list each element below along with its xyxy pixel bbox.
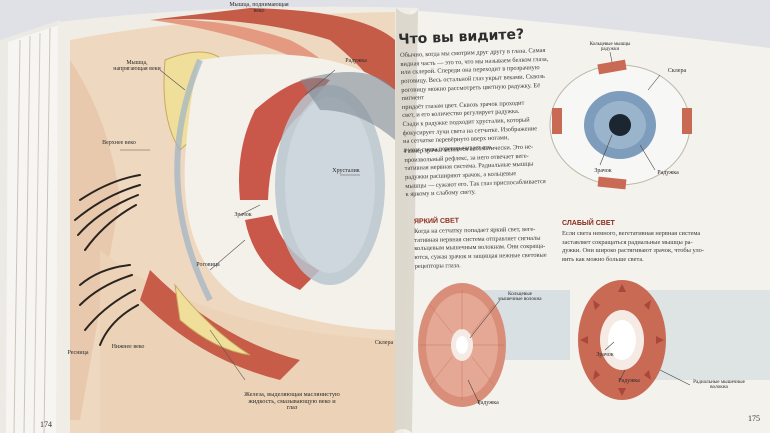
body-text-1: Обычно, когда мы смотрим друг другу в гл… (400, 47, 554, 156)
label-ring-fibers: Кольцевые мышечные волокна (498, 291, 542, 303)
body-text-2: Размер зрачка меняется автоматически. Эт… (404, 143, 556, 200)
label-iris-top: Радужка (657, 170, 679, 176)
heading-bright-light: ЯРКИЙ СВЕТ (413, 217, 460, 226)
page-number-left: 174 (40, 420, 52, 429)
body-line: вить как можно больше света. (562, 255, 644, 263)
body-line: дужки. Они широко растягивают зрачок, чт… (562, 247, 704, 255)
label-eyelash: Ресница (67, 350, 89, 356)
label-upper-lid: Верхнее веко (102, 140, 136, 146)
heading-dim-light: СЛАБЫЙ СВЕТ (562, 220, 615, 227)
upper-eyelashes (74, 174, 141, 251)
dim-light-text: Если света немного, вегетативная нервная… (562, 230, 722, 265)
label-pupil-dim: Зрачок (596, 352, 614, 358)
label-sclera-left: Склера (374, 340, 394, 346)
label-circular-muscle: Мышца, напрягающая веки (113, 60, 161, 73)
label-gland-note: Железа, выделяющая маслянистую жидкость,… (244, 391, 340, 412)
body-line: Если света немного, вегетативная нервная… (562, 230, 701, 237)
leader-lines-left (120, 69, 360, 381)
bright-light-text: Когда на сетчатку попадает яркий свет, в… (414, 225, 565, 271)
label-pupil-left: Зрачок (234, 212, 252, 218)
label-iris-bright: Радужка (477, 400, 499, 406)
label-ring-muscle-top: Кольцевые мышцы радужки (589, 42, 631, 53)
page-number-right: 175 (748, 414, 760, 423)
lower-eyelashes (79, 264, 139, 346)
label-pupil-top: Зрачок (594, 168, 612, 174)
label-levator-muscle: Мышца, поднимающая веко (229, 2, 289, 15)
eye-anatomy-illustration (70, 8, 395, 433)
label-sclera-top: Склера (667, 68, 687, 74)
dim-light-iris-diagram (578, 280, 770, 400)
label-lens: Хрусталик (332, 168, 360, 174)
label-lower-lid: Нижнее веко (111, 344, 145, 350)
body-line: заставляет сокращаться радиальные мышцы … (562, 238, 693, 246)
page-stack-left (0, 20, 62, 433)
gutter-shadow (392, 8, 418, 433)
label-radial-fibers: Радиальные мышечные волокна (693, 379, 745, 391)
label-cornea: Роговица (196, 262, 220, 268)
label-iris-left: Радужка (345, 58, 367, 64)
bright-light-iris-diagram (418, 283, 570, 407)
label-iris-dim: Радужка (618, 378, 640, 384)
eye-front-diagram (549, 51, 692, 190)
